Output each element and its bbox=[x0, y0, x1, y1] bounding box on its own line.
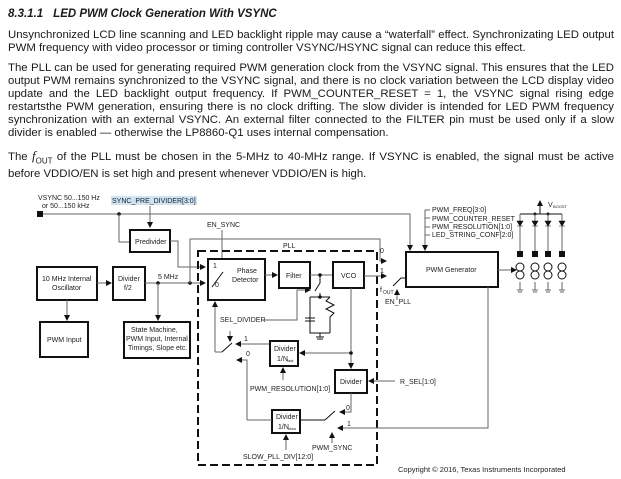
svg-text:PLL: PLL bbox=[283, 243, 296, 250]
highlight bbox=[111, 196, 197, 205]
state-machine-box bbox=[123, 321, 191, 359]
oscillator-box bbox=[36, 266, 98, 301]
svg-text:0: 0 bbox=[346, 405, 350, 412]
svg-text:1/N: 1/N bbox=[278, 424, 289, 431]
led-string-2 bbox=[530, 214, 540, 293]
svg-text:PWM_COUNTER_RESET: PWM_COUNTER_RESET bbox=[432, 216, 516, 223]
filter-box bbox=[278, 261, 311, 289]
svg-text:f: f bbox=[380, 287, 382, 294]
divider-f2-box bbox=[112, 266, 146, 301]
svg-text:SEL_DIVIDER: SEL_DIVIDER bbox=[220, 317, 266, 324]
vco-box bbox=[332, 261, 365, 289]
svg-text:or 50...150 kHz: or 50...150 kHz bbox=[42, 203, 90, 210]
svg-text:PWM Input, Internal: PWM Input, Internal bbox=[126, 336, 188, 343]
svg-text:0: 0 bbox=[246, 351, 250, 358]
svg-text:fast: fast bbox=[287, 358, 294, 363]
f-out-symbol: fOUT bbox=[32, 148, 53, 166]
svg-text:Oscillator: Oscillator bbox=[52, 285, 82, 292]
vsync-pin bbox=[37, 211, 43, 217]
svg-text:1: 1 bbox=[244, 336, 248, 343]
svg-text:SLOW_PLL_DIV[12:0]: SLOW_PLL_DIV[12:0] bbox=[243, 454, 313, 461]
svg-text:PWM_RESOLUTION[1:0]: PWM_RESOLUTION[1:0] bbox=[250, 386, 330, 393]
led-string-3 bbox=[543, 214, 553, 293]
svg-text:PWM_SYNC: PWM_SYNC bbox=[312, 445, 352, 452]
svg-text:V: V bbox=[548, 202, 553, 209]
svg-text:EN_SYNC: EN_SYNC bbox=[207, 222, 240, 229]
svg-text:f/2: f/2 bbox=[124, 285, 132, 292]
svg-text:Filter: Filter bbox=[286, 273, 302, 280]
svg-text:PWM_FREQ[3:0]: PWM_FREQ[3:0] bbox=[432, 207, 486, 214]
divider-nfast-box bbox=[269, 340, 299, 367]
paragraph-1: Unsynchronized LCD line scanning and LED… bbox=[8, 29, 614, 54]
svg-text:0: 0 bbox=[380, 248, 384, 255]
svg-text:VCO: VCO bbox=[341, 273, 357, 280]
svg-text:Divider: Divider bbox=[118, 276, 140, 283]
copyright: Copyright © 2016, Texas Instruments Inco… bbox=[398, 465, 566, 474]
divider-nslow-box bbox=[271, 409, 301, 434]
svg-text:1/N: 1/N bbox=[277, 356, 288, 363]
svg-text:R_SEL[1:0]: R_SEL[1:0] bbox=[400, 379, 436, 386]
pwm-generator-box bbox=[405, 251, 499, 288]
svg-text:5 MHz: 5 MHz bbox=[158, 274, 179, 281]
svg-text:1: 1 bbox=[347, 421, 351, 428]
pll-boundary bbox=[197, 250, 378, 466]
pwm-input-box bbox=[39, 321, 89, 358]
paragraph-2: The PLL can be used for generating requi… bbox=[8, 62, 614, 139]
svg-text:10 MHz Internal: 10 MHz Internal bbox=[42, 276, 92, 283]
svg-text:PWM_RESOLUTION[1:0]: PWM_RESOLUTION[1:0] bbox=[432, 224, 512, 231]
svg-text:Detector: Detector bbox=[232, 277, 259, 284]
svg-text:0: 0 bbox=[215, 282, 219, 289]
svg-text:PWM Input: PWM Input bbox=[47, 337, 82, 344]
svg-text:OUT: OUT bbox=[383, 290, 394, 296]
svg-text:Divider: Divider bbox=[274, 346, 296, 353]
svg-text:Timings, Slope etc.: Timings, Slope etc. bbox=[128, 345, 187, 352]
led-string-1 bbox=[515, 214, 525, 293]
svg-text:LED_STRING_CONF[2:0]: LED_STRING_CONF[2:0] bbox=[432, 232, 513, 239]
svg-text:Divider: Divider bbox=[340, 379, 362, 386]
led-string-4 bbox=[557, 214, 567, 293]
svg-text:PWM Generator: PWM Generator bbox=[426, 267, 477, 274]
svg-text:slow: slow bbox=[288, 426, 296, 431]
svg-text:EN_PLL: EN_PLL bbox=[385, 299, 411, 306]
svg-text:Predivider: Predivider bbox=[135, 239, 167, 246]
svg-text:Divider: Divider bbox=[276, 414, 298, 421]
svg-text:1: 1 bbox=[380, 268, 384, 275]
svg-text:1: 1 bbox=[213, 263, 217, 270]
svg-text:VSYNC 50...150 Hz: VSYNC 50...150 Hz bbox=[38, 195, 100, 202]
paragraph-3: The fOUT of the PLL must be chosen in th… bbox=[8, 148, 614, 180]
svg-text:BOOST: BOOST bbox=[553, 204, 568, 209]
sync-pre-divider-label: SYNC_PRE_DIVIDER[3:0] bbox=[112, 198, 196, 205]
svg-text:State Machine,: State Machine, bbox=[131, 327, 178, 334]
svg-text:Phase: Phase bbox=[237, 268, 257, 275]
